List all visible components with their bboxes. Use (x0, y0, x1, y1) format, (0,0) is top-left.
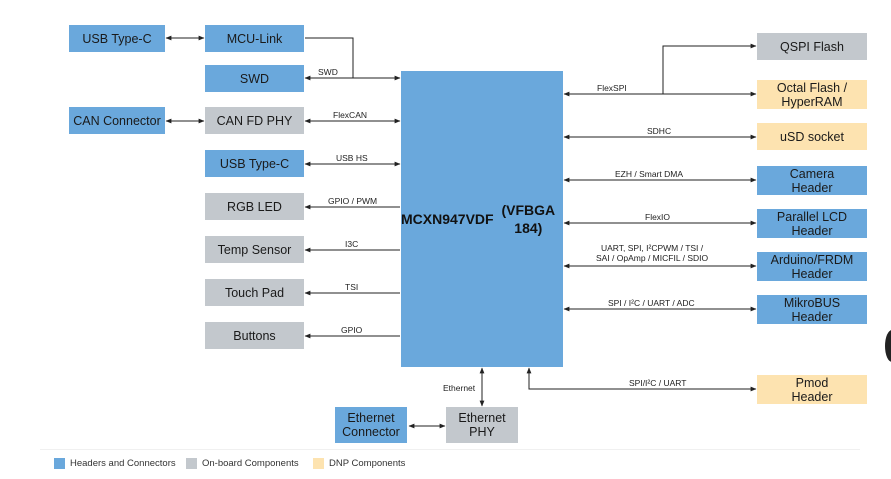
legend-onboard: On-board Components (186, 458, 299, 469)
label-flexio: FlexIO (645, 212, 671, 222)
temp-sensor-box: Temp Sensor (205, 236, 304, 263)
can-fd-phy-box: CAN FD PHY (205, 107, 304, 134)
mcu-chip-block: MCXN947VDF (VFBGA 184) (401, 71, 563, 367)
rgb-led-box: RGB LED (205, 193, 304, 220)
usb-type-c-external-box: USB Type-C (69, 25, 165, 52)
top-cutoff (0, 0, 891, 6)
label-gpio: GPIO (341, 325, 363, 335)
legend-dnp-label: DNP Components (329, 458, 406, 469)
label-tsi: TSI (345, 282, 359, 292)
label-ethernet: Ethernet (443, 383, 476, 393)
pmod-header-box: Pmod Header (757, 375, 867, 404)
octal-flash-hyperram-box: Octal Flash / HyperRAM (757, 80, 867, 109)
touch-pad-box: Touch Pad (205, 279, 304, 306)
legend-swatch-dnp (313, 458, 324, 469)
edge-shape (885, 330, 891, 362)
mikrobus-header-box: MikroBUS Header (757, 295, 867, 324)
arduino-frdm-header-box: Arduino/FRDM Header (757, 252, 867, 281)
legend-dnp: DNP Components (313, 458, 405, 469)
legend-onboard-label: On-board Components (202, 458, 299, 469)
label-flexspi: FlexSPI (597, 83, 627, 93)
legend-headers-label: Headers and Connectors (70, 458, 176, 469)
label-ezh-smart-dma: EZH / Smart DMA (615, 169, 684, 179)
usd-socket-box: uSD socket (757, 123, 867, 150)
ethernet-phy-box: Ethernet PHY (446, 407, 518, 443)
legend-divider (40, 449, 860, 450)
usb-type-c-box: USB Type-C (205, 150, 304, 177)
line-flexspi-qspi (662, 43, 757, 94)
legend-swatch-headers (54, 458, 65, 469)
can-connector-box: CAN Connector (69, 107, 165, 134)
swd-box: SWD (205, 65, 304, 92)
label-usb-hs: USB HS (336, 153, 368, 163)
chip-name: MCXN947VDF (401, 211, 494, 227)
legend-swatch-onboard (186, 458, 197, 469)
label-flexcan: FlexCAN (333, 110, 368, 120)
buttons-box: Buttons (205, 322, 304, 349)
label-gpio-pwm: GPIO / PWM (328, 196, 378, 206)
label-pmod-interfaces: SPI/I²C / UART (629, 378, 687, 388)
label-arduino-interfaces: UART, SPI, I²CPWM / TSI / SAI / OpAmp / … (596, 243, 709, 263)
legend-headers: Headers and Connectors (54, 458, 176, 469)
label-mikrobus-interfaces: SPI / I²C / UART / ADC (608, 298, 695, 308)
label-i3c: I3C (345, 239, 359, 249)
camera-header-box: Camera Header (757, 166, 867, 195)
mcu-link-box: MCU-Link (205, 25, 304, 52)
chip-package: (VFBGA 184) (501, 202, 556, 236)
parallel-lcd-header-box: Parallel LCD Header (757, 209, 867, 238)
label-sdhc: SDHC (647, 126, 672, 136)
label-swd: SWD (318, 67, 338, 77)
qspi-flash-box: QSPI Flash (757, 33, 867, 60)
line-pmod (526, 367, 757, 392)
ethernet-connector-box: Ethernet Connector (335, 407, 407, 443)
